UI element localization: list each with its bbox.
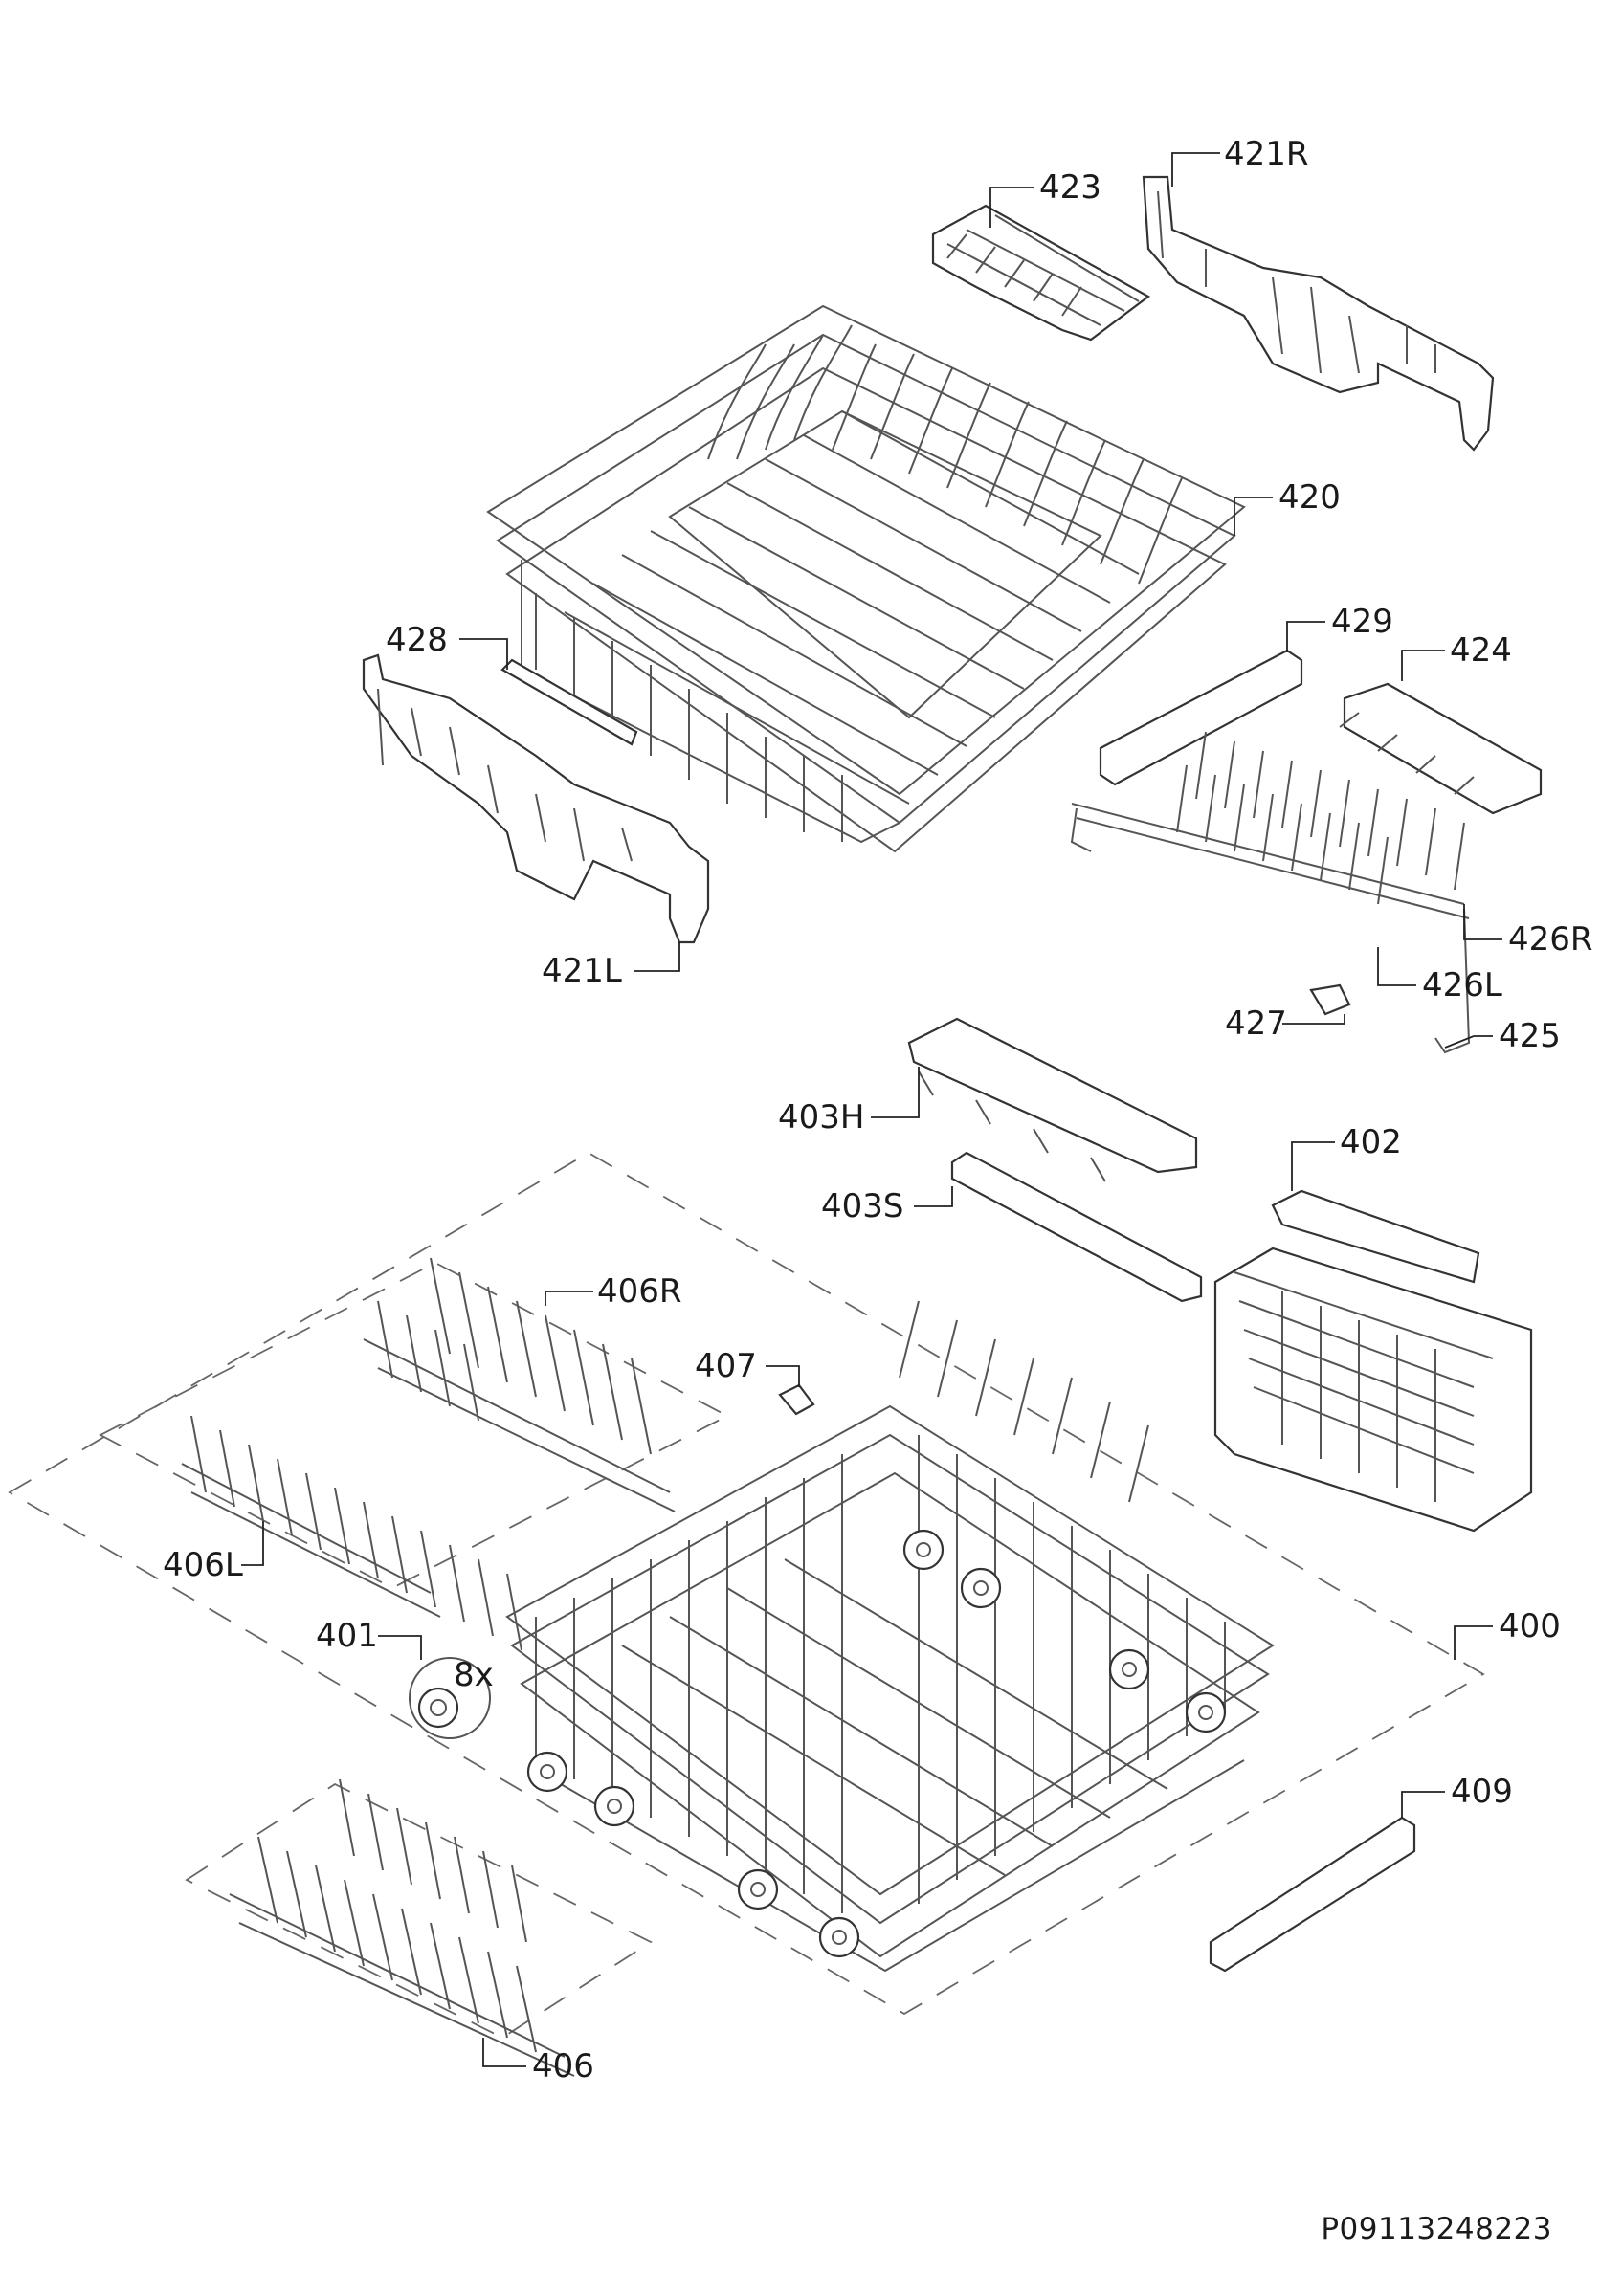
label-402: 402: [1340, 1123, 1402, 1161]
label-407: 407: [695, 1347, 757, 1385]
wheels-401: [526, 1529, 1227, 1958]
leader-lines: [241, 152, 1502, 2067]
label-401: 401: [316, 1617, 378, 1655]
label-406: 406: [532, 2047, 594, 2086]
bar-428: [500, 658, 638, 746]
fold-rack-406L: [181, 1415, 522, 1651]
label-424: 424: [1450, 631, 1512, 670]
label-426R: 426R: [1508, 920, 1593, 959]
slide-403S: [950, 1151, 1203, 1303]
label-423: 423: [1039, 168, 1101, 207]
fold-rack-426: [1070, 731, 1471, 1054]
fold-rack-406: [185, 1778, 653, 2077]
label-403H: 403H: [778, 1098, 864, 1137]
part-427: [1309, 983, 1351, 1016]
label-403S: 403S: [821, 1187, 903, 1225]
clips-424: [1339, 682, 1543, 815]
label-427: 427: [1225, 1004, 1287, 1043]
label-428: 428: [386, 621, 448, 659]
label-429: 429: [1331, 603, 1393, 641]
label-426L: 426L: [1422, 966, 1502, 1004]
part-labels: 423 421R 420 428 429 424 426R 426L 421L …: [163, 135, 1593, 2086]
rail-421L: [362, 653, 710, 944]
insert-423: [931, 204, 1151, 342]
label-425: 425: [1499, 1017, 1561, 1055]
label-406R: 406R: [597, 1272, 682, 1311]
label-406L: 406L: [163, 1546, 243, 1584]
label-421L: 421L: [542, 952, 622, 990]
label-420: 420: [1278, 478, 1341, 517]
rail-421R: [1142, 175, 1495, 452]
holder-403H: [907, 1017, 1198, 1182]
lower-basket-400: [505, 1300, 1275, 1973]
fold-rack-406R: [99, 1257, 729, 1590]
label-409: 409: [1451, 1773, 1513, 1811]
cutlery-basket-402: [1213, 1189, 1533, 1533]
label-8x-quantity: 8x: [454, 1656, 494, 1694]
bar-409: [1209, 1816, 1416, 1973]
document-number: P09113248223: [1321, 2212, 1552, 2246]
dashed-group-outline: [8, 1151, 1485, 2016]
part-407: [778, 1383, 815, 1416]
upper-basket-420: [486, 304, 1246, 853]
wheel-401-detail: [409, 1657, 491, 1739]
label-421R: 421R: [1224, 135, 1309, 173]
label-400: 400: [1499, 1607, 1561, 1645]
